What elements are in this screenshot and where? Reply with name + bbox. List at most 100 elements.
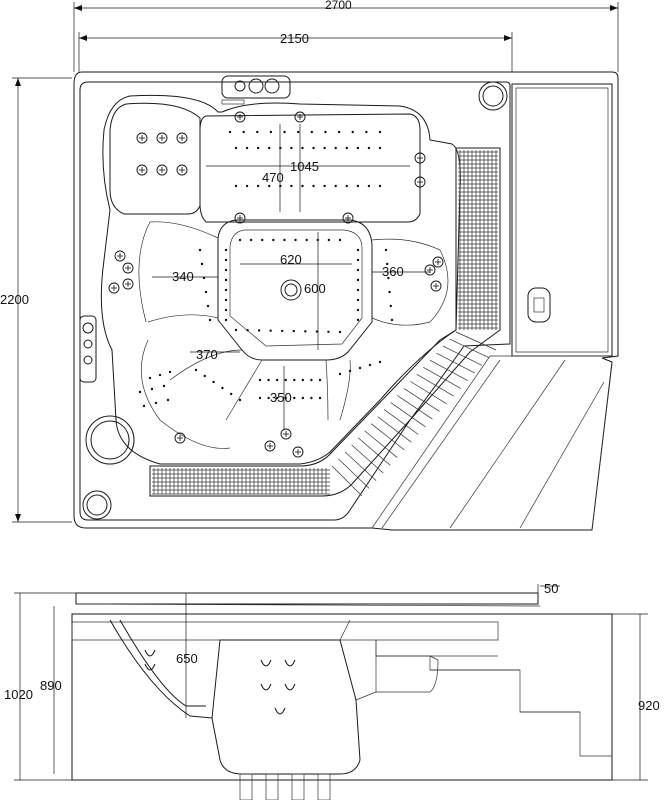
air-jet-dot bbox=[234, 146, 238, 150]
dim-overall-depth-label: 2200 bbox=[0, 292, 29, 307]
air-jet-dot bbox=[301, 184, 304, 188]
air-jet-dot bbox=[294, 238, 297, 242]
air-jet-dot bbox=[356, 298, 360, 302]
air-jet-dot bbox=[348, 369, 352, 373]
air-jet-dot bbox=[256, 184, 260, 188]
air-jet-dot bbox=[138, 390, 142, 394]
air-jet-dot bbox=[238, 398, 242, 402]
hydro-jet bbox=[430, 280, 442, 292]
air-jet-dot bbox=[345, 184, 348, 188]
spa-interior bbox=[100, 94, 461, 465]
side-jet bbox=[284, 683, 296, 691]
air-jet-dot bbox=[267, 378, 270, 382]
air-jet-dot bbox=[284, 396, 287, 400]
air-jet-dot bbox=[356, 258, 360, 262]
air-jet-dot bbox=[386, 262, 389, 266]
air-jet-dot bbox=[269, 130, 273, 134]
air-jet-dot bbox=[203, 374, 206, 378]
air-jet-dot bbox=[212, 380, 215, 384]
air-jet-dot bbox=[224, 308, 228, 312]
air-jet-dot bbox=[301, 378, 305, 382]
air-jet-dot bbox=[304, 330, 307, 333]
air-jet-dot bbox=[154, 401, 158, 405]
inner-dimension-lines bbox=[152, 124, 430, 430]
dim-footwell-width-label: 620 bbox=[280, 252, 302, 267]
air-jet-dot bbox=[202, 276, 206, 280]
hydro-jet bbox=[234, 212, 246, 224]
air-jet-dot bbox=[334, 146, 337, 150]
air-jet-dot bbox=[242, 130, 245, 134]
hydro-jet bbox=[280, 428, 292, 440]
dim-skirt-height-label: 920 bbox=[638, 698, 660, 713]
air-jet-dot bbox=[194, 368, 198, 372]
air-jet-dot bbox=[284, 378, 287, 382]
hydro-jet bbox=[292, 446, 304, 458]
spa-outer-shell bbox=[73, 71, 619, 531]
dim-inner-width-line bbox=[78, 32, 513, 72]
dim-rim-line bbox=[537, 584, 560, 598]
hydro-jet bbox=[234, 111, 246, 123]
air-jet-dot bbox=[290, 146, 293, 150]
hydro-jet bbox=[156, 164, 168, 176]
air-jet-dot bbox=[283, 130, 286, 134]
air-jet-dot bbox=[367, 146, 371, 150]
air-jet-dot bbox=[356, 146, 360, 150]
air-jet-dot bbox=[390, 318, 394, 322]
air-jet-dot bbox=[338, 330, 342, 334]
dim-tub-depth-label: 890 bbox=[40, 678, 62, 693]
hydro-jet bbox=[176, 132, 188, 144]
left-side-controls bbox=[79, 315, 97, 383]
air-jet-dot bbox=[224, 258, 228, 262]
air-jet-dot bbox=[389, 304, 392, 308]
air-jet-dot bbox=[301, 146, 304, 150]
air-jet-dot bbox=[293, 378, 296, 382]
dim-lounge-length-label: 1045 bbox=[290, 159, 319, 174]
air-jet-dot bbox=[162, 384, 166, 388]
hydro-jet bbox=[108, 282, 120, 294]
air-jet-dot bbox=[387, 276, 390, 280]
air-jet-dot bbox=[318, 396, 322, 400]
air-jet-dot bbox=[245, 146, 249, 150]
equipment-panel bbox=[511, 83, 613, 357]
air-jet-dot bbox=[261, 238, 264, 242]
air-jet-dot bbox=[268, 184, 271, 188]
air-jet-dot bbox=[324, 130, 327, 134]
hydro-jet bbox=[174, 432, 186, 444]
side-jet bbox=[284, 659, 296, 667]
air-jet-dot bbox=[310, 378, 313, 382]
air-jet-dot bbox=[168, 370, 172, 374]
hydro-jet bbox=[414, 176, 426, 188]
hydro-jet bbox=[136, 132, 148, 144]
air-jet-dot bbox=[249, 238, 253, 242]
hydro-jet bbox=[432, 256, 444, 268]
air-jet-dot bbox=[224, 298, 228, 302]
air-jet-dot bbox=[338, 372, 342, 376]
air-jet-dot bbox=[268, 146, 271, 150]
dim-overall-width-label: 2700 bbox=[325, 0, 352, 12]
air-jet-dot bbox=[323, 146, 326, 150]
air-jet-dot bbox=[142, 404, 146, 408]
cup-holder-top-right bbox=[478, 81, 508, 111]
dim-overall-width-line bbox=[73, 2, 619, 72]
air-jet-dot bbox=[221, 386, 224, 390]
side-jet bbox=[260, 683, 272, 691]
air-jet-dot bbox=[228, 130, 232, 134]
air-jet-dot bbox=[200, 262, 204, 266]
air-jet-dot bbox=[356, 308, 360, 312]
dim-rim-label: 50 bbox=[544, 581, 558, 596]
dim-seat-left-label: 340 bbox=[172, 269, 194, 284]
corner-seat-top-left bbox=[109, 102, 201, 215]
air-jet-dot bbox=[166, 398, 170, 402]
air-jet-dot bbox=[275, 396, 279, 400]
air-jet-dot bbox=[224, 278, 228, 282]
air-jet-dot bbox=[378, 130, 382, 134]
air-jet-dot bbox=[378, 184, 382, 188]
hydro-jet bbox=[424, 264, 436, 276]
air-jet-dot bbox=[281, 329, 284, 333]
air-jet-dot bbox=[275, 378, 279, 382]
side-rim bbox=[75, 592, 539, 605]
air-jet-dot bbox=[224, 268, 228, 272]
air-jet-dot bbox=[368, 363, 372, 367]
air-jet-dot bbox=[208, 318, 212, 322]
